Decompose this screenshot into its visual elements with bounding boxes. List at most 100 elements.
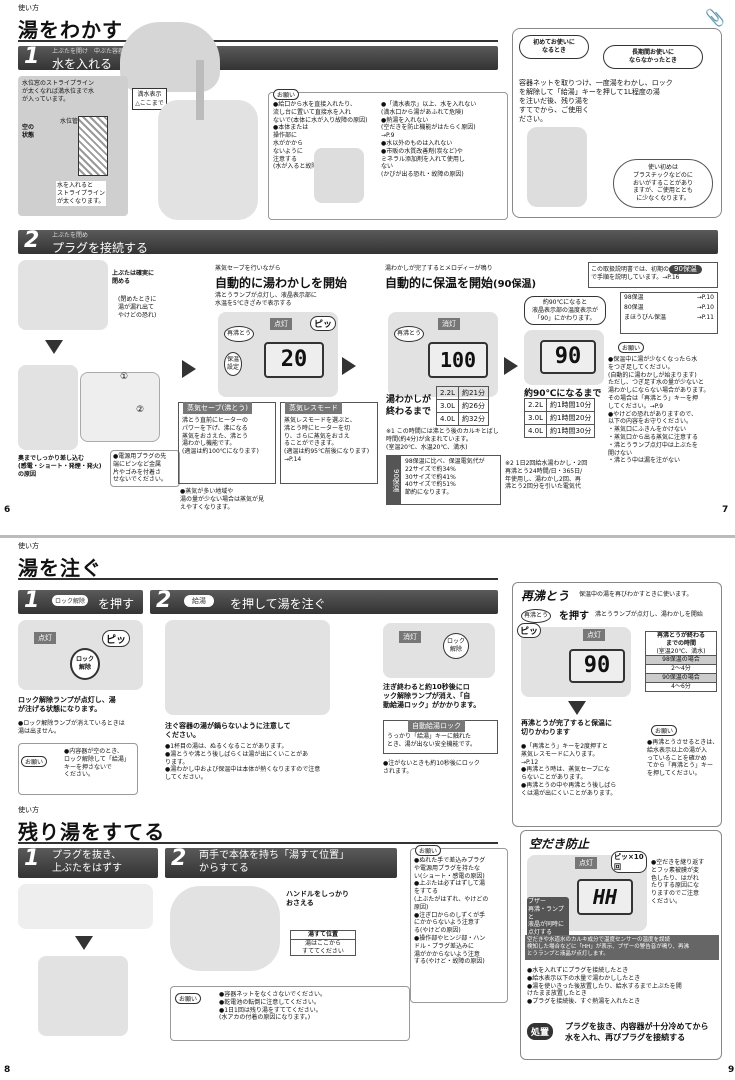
lamp-status: 点灯 <box>270 318 292 330</box>
caution-label: お願い <box>21 756 48 767</box>
lock-release-button[interactable]: ロック 解除 <box>70 648 101 680</box>
first-use-badge: 初めてお使いに なるとき <box>519 35 589 59</box>
stripe-note: 水位窓のストライプライン が太くなれば満水位まで水 が入っています。 <box>22 80 95 103</box>
auto-lock-box: 自動給湯ロック うっかり「給湯」キーに触れた とき、湯が出ない安全機能です。 <box>383 720 498 754</box>
fix-tag: 処置 <box>527 1023 554 1040</box>
auto-boil-title: 自動的に湯わかしを開始 <box>215 276 348 290</box>
first-use-bubble: 使い初めは プラスチックなどのに おいがすることがあり ますが、ご使用ととも に… <box>613 159 713 208</box>
drain-step1-bar: 1 プラグを抜き、 上ぶたをはずす <box>18 846 158 878</box>
reboil-title: 再沸とう <box>521 589 570 603</box>
time-cell: 約21分 <box>458 386 489 400</box>
step-label: 両手で本体を持ち「湯すて位置」 からすてる <box>199 850 350 874</box>
caution-label: お願い <box>415 845 442 856</box>
steam-save-box: 蒸気セーブ(沸とう) 沸とう直前にヒーターの パワーを下げ、沸になる 蒸気をおさ… <box>178 402 276 484</box>
drain-title: 残り湯をすてる <box>18 820 166 844</box>
lock-caution-box: お願い ●内容器が空のとき、 ロック解除して「給湯」 キーを押さないで ください… <box>18 743 138 795</box>
water-gauge <box>78 116 108 176</box>
page-title: 湯を注ぐ <box>18 556 102 580</box>
dry-boil-section: 空だき防止 点灯 ピッ×10回 HH ブザー 再沸・ランプと 液晶が同時に 点灯… <box>520 830 722 1060</box>
page-boil: 使い方 湯をわかす 📎 1 上ぶたを開け 中ぶた容器に 水を入れる 水位窓のスト… <box>0 0 735 530</box>
list-item: 80保温→P.10 <box>621 303 717 313</box>
lcd-90-panel: 90 <box>524 330 604 385</box>
lamp-status: 点灯 <box>575 857 597 869</box>
keep-90-text: 98保温に比べ、保温電気代が 22サイズで約34% 30サイズで約41% 40サ… <box>405 458 485 497</box>
time-cell: 約1時間10分 <box>546 398 596 412</box>
pour-illustration <box>165 620 330 715</box>
setting-label: 98保温 <box>624 294 644 301</box>
boil-done-label: 湯わかしが 終わるまで <box>386 395 432 417</box>
caution-label: お願い <box>175 993 202 1004</box>
step-label: プラグを接続する <box>52 241 149 255</box>
dry-boil-banner: 空だきや水道水のカルキ成分で温度センサーの温度を誤読 検知した場合などに「HH」… <box>525 935 719 961</box>
step-prelabel: 上ぶたを開け 中ぶた容器に <box>52 48 131 55</box>
setting-ref: →P.10 <box>696 294 714 301</box>
keep-setting-button[interactable]: 保温 設定 <box>224 352 243 376</box>
setting-label: 80保温 <box>624 303 644 311</box>
pot-illustration <box>158 100 258 220</box>
lid-check-text: 上ぶたは確実に 閉める <box>112 270 155 285</box>
cool-title: 約90℃になるまで <box>524 389 602 399</box>
lcd-display: 100 <box>428 342 488 378</box>
lcd-display: 20 <box>264 342 324 378</box>
setting-ref: →P.11 <box>696 313 714 321</box>
keep-90-box: 90保温 98保温に比べ、保温電気代が 22サイズで約34% 30サイズで約41… <box>386 455 501 505</box>
step-number: 1 <box>24 44 40 69</box>
reboil-button[interactable]: 再沸とう <box>394 326 425 342</box>
auto-boil-pre: 蒸気セーブを行いながら <box>215 265 281 272</box>
pour-title: 注ぐ容器の湯が鍋らないように注意して ください。 <box>165 722 291 740</box>
right-arrow-icon <box>504 357 518 375</box>
dry-boil-desc: ●空だきを継り返す とフッ素被膜が変 色したり、はがれ たりする原因にな ります… <box>651 859 705 905</box>
reboil-caution: ●再沸とうさせるときは、 給水表示以上の湯が入 っていることを確かめ てから「再… <box>647 739 719 778</box>
page-pour: 使い方 湯を注ぐ 1 ロック解除 を押す 2 給湯 を押して湯を注ぐ 点灯 ピッ… <box>0 535 735 1080</box>
keep-footnote: ※2 1日2回給水湯わかし・2回 再沸とう24時間/日・365日/ 年使用し、湯… <box>505 460 588 491</box>
reboil-key[interactable]: 再沸とう <box>521 609 552 623</box>
reboil-press-sub: 沸とうランプが点灯し、湯わかしを開始 <box>595 611 703 618</box>
steam-note: ●蒸気が多い地域や 湯の量が少ない場合は蒸気が見 えやすくなります。 <box>180 488 265 511</box>
reboil-button[interactable]: 再沸とう <box>224 326 255 342</box>
size-cell: 3.0L <box>435 399 460 413</box>
list-item: 98保温 →P.10 <box>621 293 717 303</box>
step-marker-2-icon: ② <box>136 405 145 415</box>
unplug-illustration <box>18 884 153 929</box>
time-cell: 約32分 <box>458 412 489 426</box>
reboil-time-value: 2〜4分 <box>646 664 716 673</box>
step-marker-1-icon: ① <box>120 372 129 382</box>
time-cell: 約1時間20分 <box>546 411 596 425</box>
full-note: 水を入れると ストライプライン が太くなります。 <box>56 181 107 207</box>
water-pipe-label: 水位管 <box>60 118 79 125</box>
dry-boil-panel: 点灯 ピッ×10回 HH ブザー 再沸・ランプと 液晶が同時に 点灯する <box>527 851 647 938</box>
drain-caution-b-text: ●容器ネットをなくさないでください。 ●乾電池の転倒に注意してください。 ●1日… <box>219 991 327 1022</box>
dry-boil-tag: ブザー 再沸・ランプと 液晶が同時に 点灯する <box>527 897 569 938</box>
page-number: 6 <box>4 505 11 515</box>
lcd-display: 90 <box>569 649 625 683</box>
caution-label: お願い <box>651 725 678 736</box>
lock-release-button[interactable]: ロック 解除 <box>443 633 470 659</box>
pour-key[interactable]: 給湯 <box>184 595 214 607</box>
down-arrow-icon <box>45 340 63 354</box>
reboil-notes: ●「再沸とう」キーを2度押すと 蒸気レスモードに入ります。 →P.12 ●再沸と… <box>521 743 617 797</box>
lock-release-key[interactable]: ロック解除 <box>52 595 89 606</box>
auto-lock-text: うっかり「給湯」キーに触れた とき、湯が出ない安全機能です。 <box>387 733 476 748</box>
size-cell: 4.0L <box>435 412 460 426</box>
water-pour-illustration <box>196 60 204 120</box>
first-use-box: 初めてお使いに なるとき 長期間お使いに ならなかったとき 容器ネットを取りつけ… <box>512 28 722 218</box>
page-number: 9 <box>728 1065 735 1075</box>
lock-note: ●ロック解除ランプが消えているときは 湯は出ません。 <box>18 720 125 735</box>
lamp-status: 消灯 <box>399 631 421 643</box>
caution-label: お願い <box>618 342 645 353</box>
drain-caution-b: お願い ●容器ネットをなくさないでください。 ●乾電池の転倒に注意してください。… <box>170 986 410 1041</box>
right-caution: お願い ●保温中に湯が少なくなったら水 をつぎ足してください。 (自動的に湯わか… <box>608 342 718 492</box>
time-cell: 約1時間30分 <box>546 424 596 438</box>
page-number: 8 <box>4 1065 11 1075</box>
beep-label: ピッ <box>517 623 542 638</box>
spout-tag: 湯すて位置 <box>291 931 355 940</box>
page-number: 7 <box>722 505 729 515</box>
steam-less-text: 蒸気レスモードを選ぶと、 沸とう時にヒーターを切 り、さらに蒸気をおさえ ること… <box>284 417 370 463</box>
pour-notes: ●1杯目の湯は、ぬるくなることがあります。 ●湯とうや沸とう後しばらくは湯が出に… <box>165 743 321 782</box>
reboil-press: を押す <box>559 611 589 622</box>
